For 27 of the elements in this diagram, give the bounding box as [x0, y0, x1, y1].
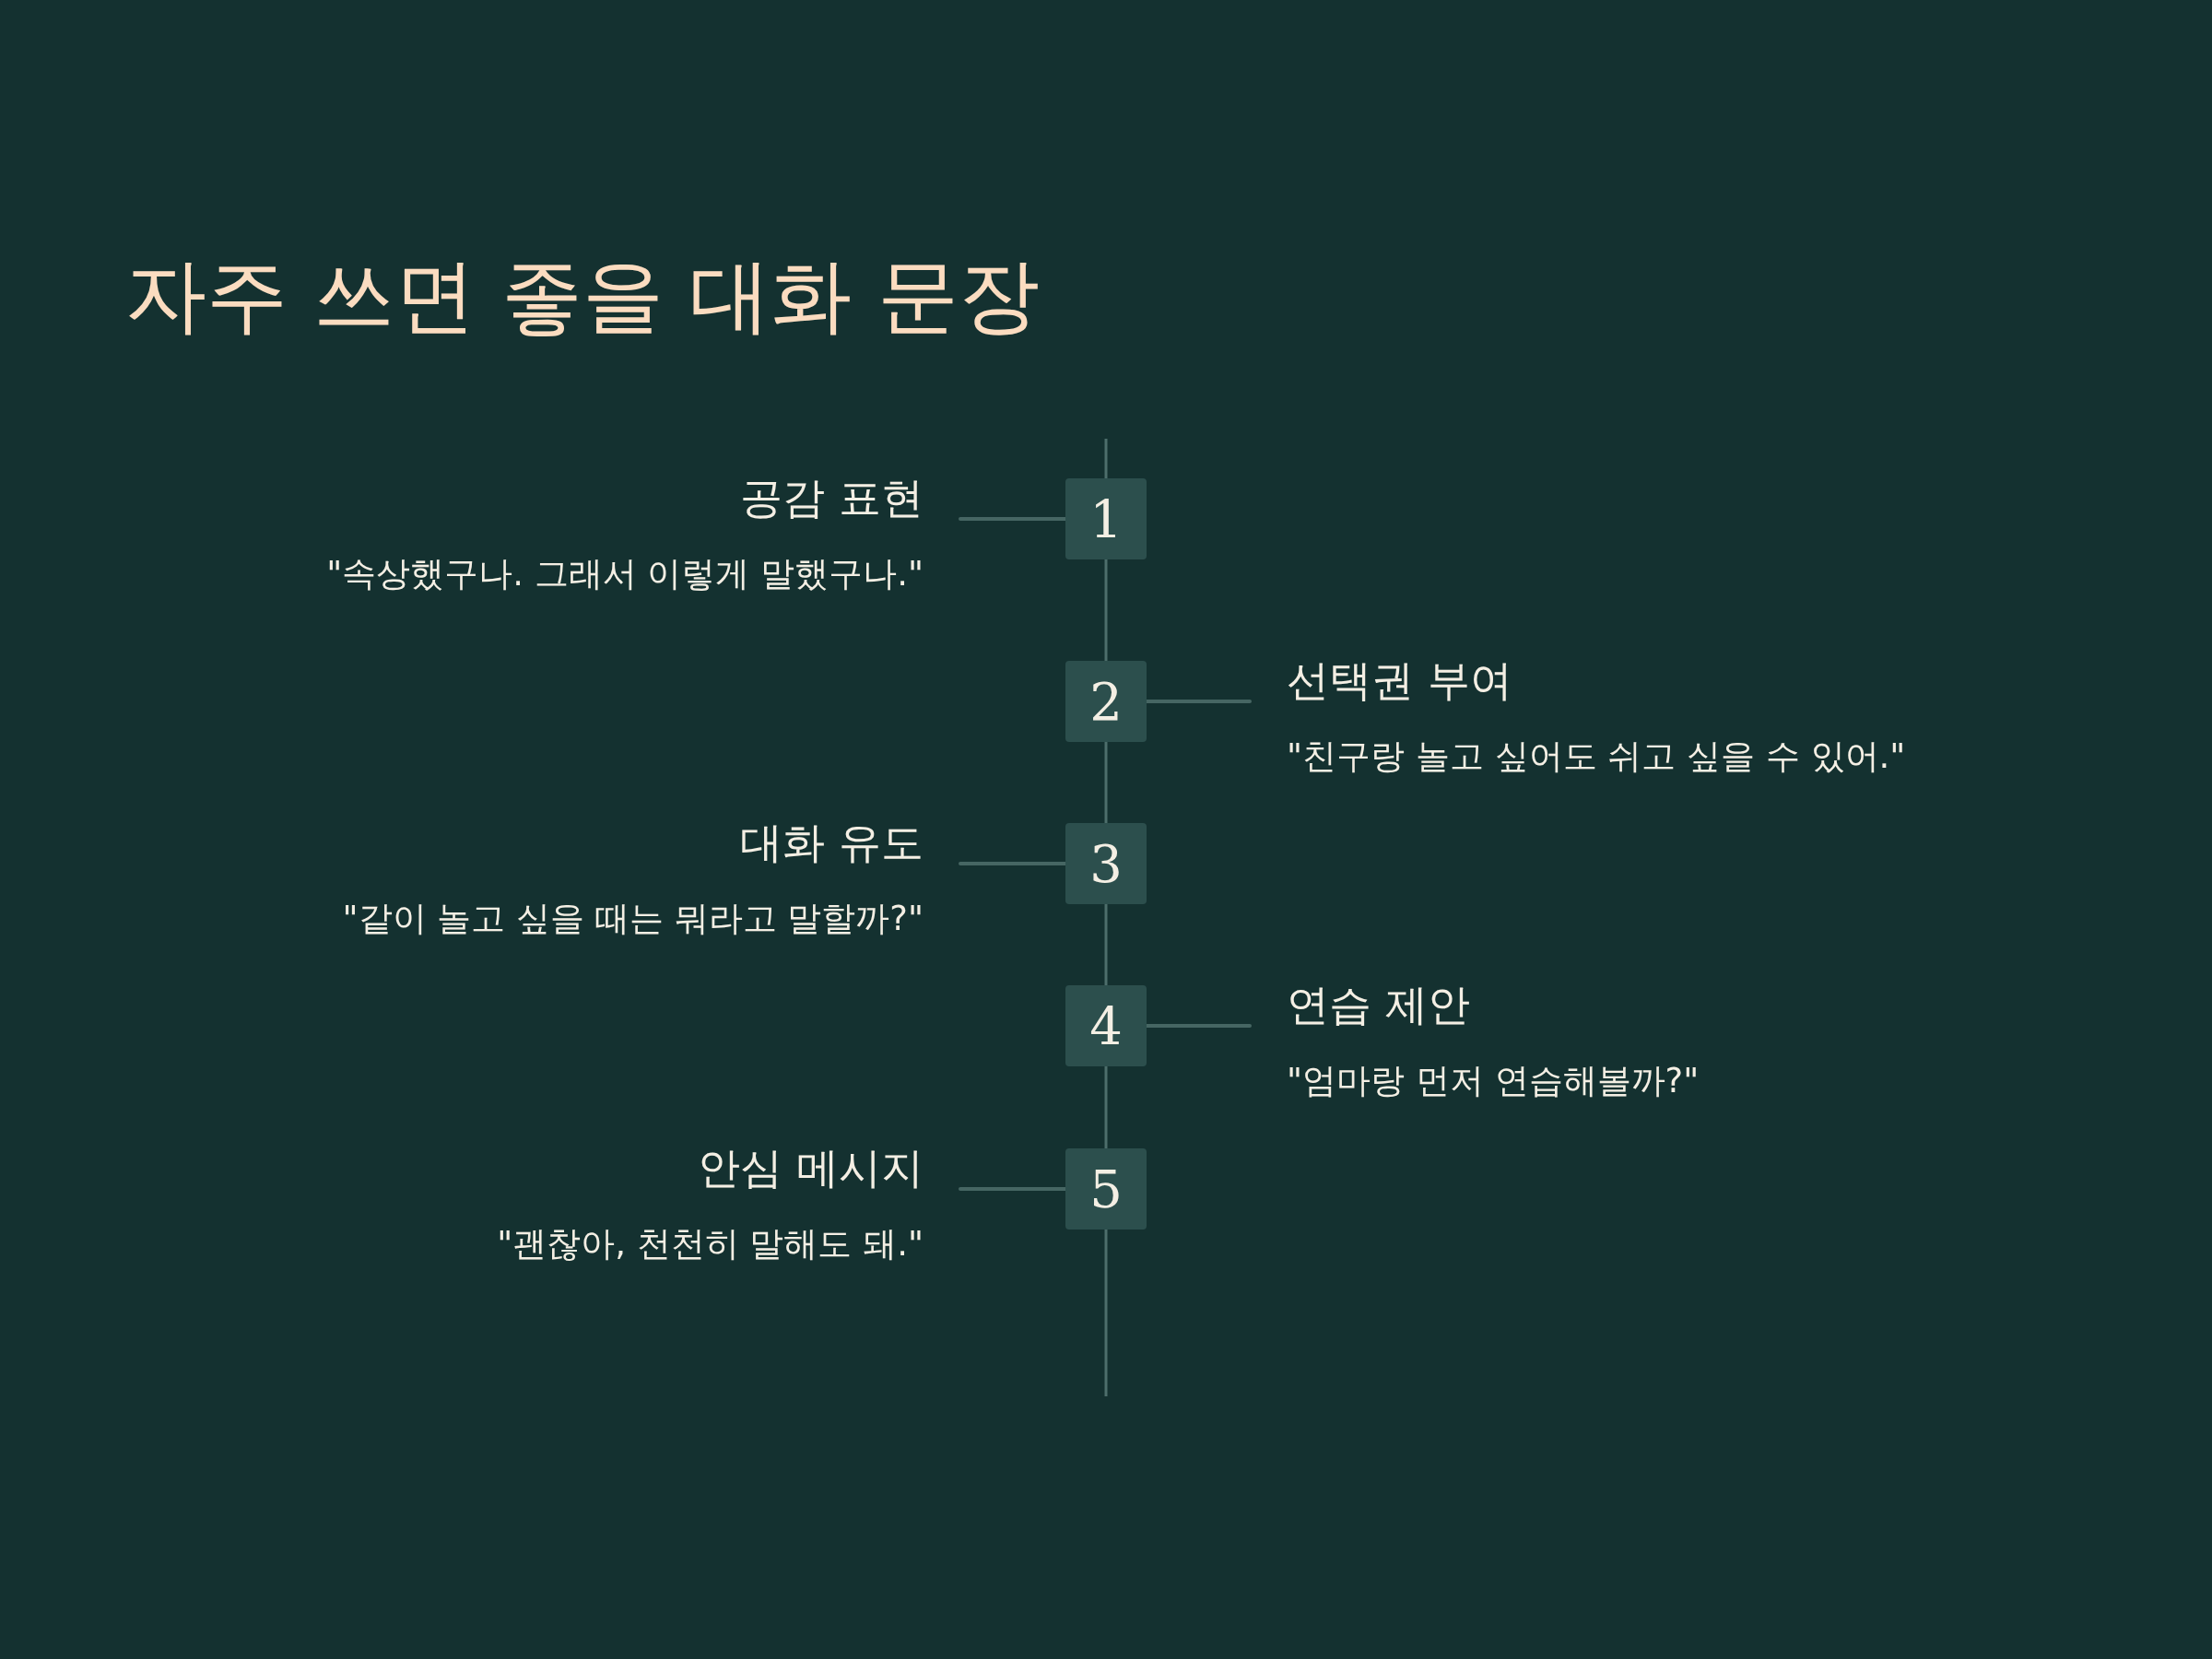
example-quote: "같이 놀고 싶을 때는 뭐라고 말할까?"	[342, 899, 924, 940]
step-heading: 공감 표현	[740, 473, 924, 524]
step-number-tile: 1	[1065, 478, 1147, 559]
connector-line	[959, 862, 1067, 865]
example-quote: "친구랑 놀고 싶어도 쉬고 싶을 수 있어."	[1287, 736, 1906, 778]
step-number-tile: 5	[1065, 1148, 1147, 1230]
step-heading: 대화 유도	[740, 818, 924, 869]
timeline-line	[1104, 439, 1108, 478]
timeline-line	[1104, 742, 1108, 823]
diagram-title: 자주 쓰면 좋을 대화 문장	[125, 247, 1040, 345]
connector-line	[959, 517, 1067, 521]
example-quote: "괜찮아, 천천히 말해도 돼."	[497, 1224, 924, 1265]
timeline-line	[1104, 1066, 1108, 1148]
connector-line	[1145, 1024, 1252, 1028]
timeline-line	[1104, 559, 1108, 661]
step-heading: 안심 메시지	[698, 1143, 924, 1194]
example-quote: "엄마랑 먼저 연습해볼까?"	[1287, 1061, 1700, 1102]
timeline-line	[1104, 904, 1108, 985]
step-number-tile: 3	[1065, 823, 1147, 904]
step-heading: 선택권 부여	[1287, 655, 1512, 707]
example-quote: "속상했구나. 그래서 이렇게 말했구나."	[326, 554, 924, 595]
timeline-line	[1104, 1230, 1108, 1396]
step-number-tile: 4	[1065, 985, 1147, 1066]
step-heading: 연습 제안	[1287, 980, 1470, 1031]
step-number-tile: 2	[1065, 661, 1147, 742]
connector-line	[959, 1187, 1067, 1191]
connector-line	[1145, 700, 1252, 703]
